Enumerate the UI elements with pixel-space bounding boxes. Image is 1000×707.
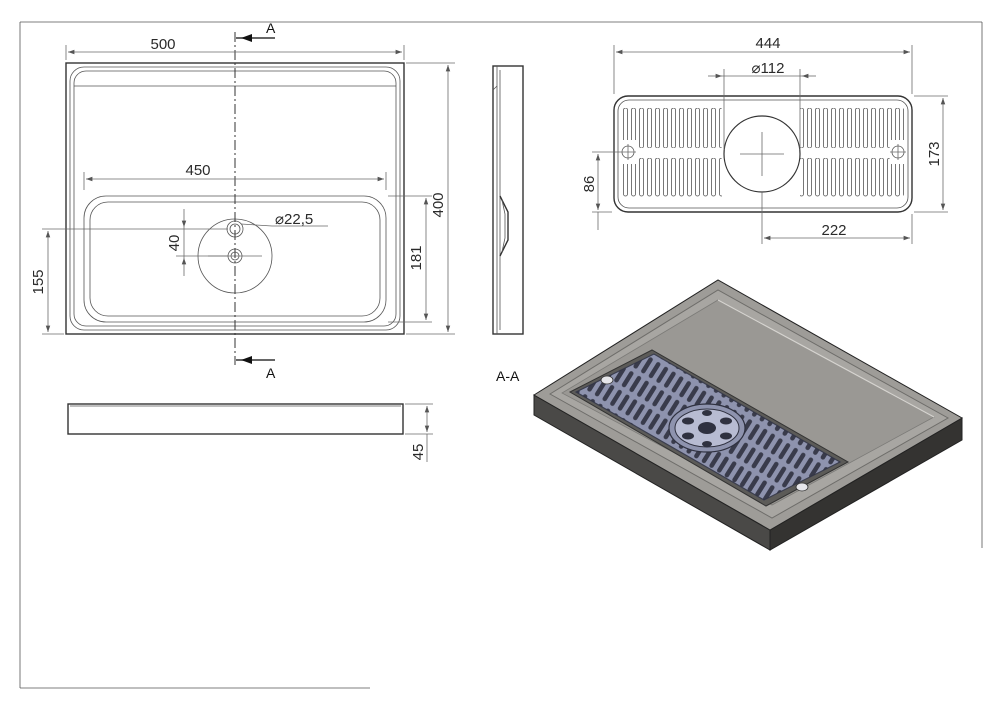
- dim-drain-offset: 155: [30, 269, 47, 294]
- section-letter-bottom: A: [266, 365, 276, 381]
- front-view: 45: [67, 403, 433, 462]
- dim-grate-width: 173: [926, 141, 943, 166]
- isometric-view: [533, 279, 964, 551]
- dim-top-height: 400: [430, 192, 447, 217]
- side-view: [492, 65, 524, 335]
- dim-inner-width: 450: [185, 162, 210, 179]
- dim-hole-spacing: 40: [166, 235, 183, 252]
- dim-half-length: 222: [821, 222, 846, 239]
- top-view: A A 500 450 400 181 155 40 ⌀22,5: [30, 20, 455, 381]
- dim-well-height: 181: [408, 245, 425, 270]
- dim-top-width: 500: [150, 36, 175, 53]
- section-view-label: A-A: [496, 368, 520, 384]
- dim-drain-diameter: ⌀112: [752, 60, 785, 77]
- sheet-border: [19, 21, 983, 689]
- grate-view: 444 ⌀112 173 86 222: [581, 35, 948, 244]
- section-letter-top: A: [266, 20, 276, 36]
- dim-hole-height: 86: [581, 176, 598, 193]
- dim-grate-length: 444: [755, 35, 780, 52]
- dim-hole-diameter: ⌀22,5: [275, 211, 313, 228]
- dim-front-height: 45: [410, 444, 427, 461]
